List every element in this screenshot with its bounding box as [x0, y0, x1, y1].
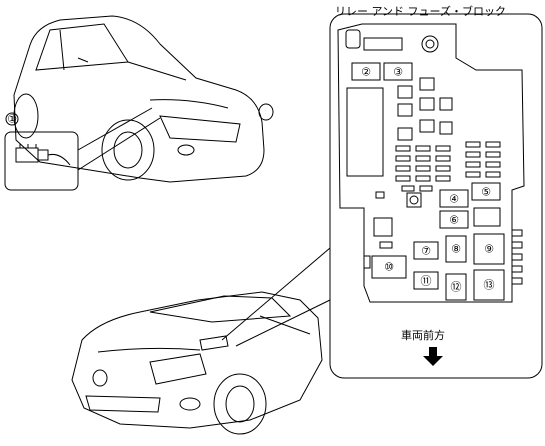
- callout-5-label: ⑤: [481, 186, 491, 199]
- callout-9-label: ⑨: [484, 243, 494, 256]
- callout-7-label: ⑦: [421, 245, 431, 258]
- fuse-7: [413, 241, 439, 260]
- relay-connector-icon: [15, 144, 71, 166]
- upper-car: [13, 15, 274, 183]
- mini-fuse-rows: [395, 141, 523, 285]
- fuse-4: [439, 189, 469, 208]
- relay-13: [473, 269, 505, 301]
- forward-arrow-icon: [423, 347, 443, 366]
- connector-detail-box: [4, 131, 79, 191]
- callout-6-label: ⑥: [449, 214, 459, 227]
- fuse-8: [445, 235, 467, 263]
- callout-4-label: ④: [449, 193, 459, 206]
- callout-8-label: ⑧: [451, 243, 461, 256]
- fuse-11: [413, 271, 439, 290]
- lower-car: [71, 291, 323, 435]
- fuse-block-title: リレー アンド フューズ・ブロック: [335, 5, 507, 18]
- relay-block-left: [346, 87, 384, 177]
- relay-9: [473, 233, 505, 265]
- fuse-block-outline: [337, 23, 525, 303]
- fuse-panel-frame: [329, 13, 543, 379]
- callout-1-label: ①: [7, 113, 17, 126]
- callout-3-label: ③: [393, 66, 403, 79]
- fuse-box-location: [199, 335, 229, 351]
- relay-10: [371, 255, 407, 279]
- callout-1: [5, 112, 19, 126]
- callout-2-label: ②: [361, 66, 371, 79]
- callout-12-label: ⑫: [451, 281, 462, 294]
- callout-10-label: ⑩: [384, 261, 394, 274]
- fuse-3: [383, 62, 413, 81]
- vehicle-front-label: 車両前方: [401, 329, 445, 342]
- fuse-12: [445, 273, 467, 301]
- fuse-2: [351, 62, 381, 81]
- fuse-6: [439, 210, 469, 229]
- callout-11-label: ⑪: [421, 275, 432, 288]
- fuse-5: [471, 182, 501, 201]
- callout-13-label: ⑬: [484, 279, 495, 292]
